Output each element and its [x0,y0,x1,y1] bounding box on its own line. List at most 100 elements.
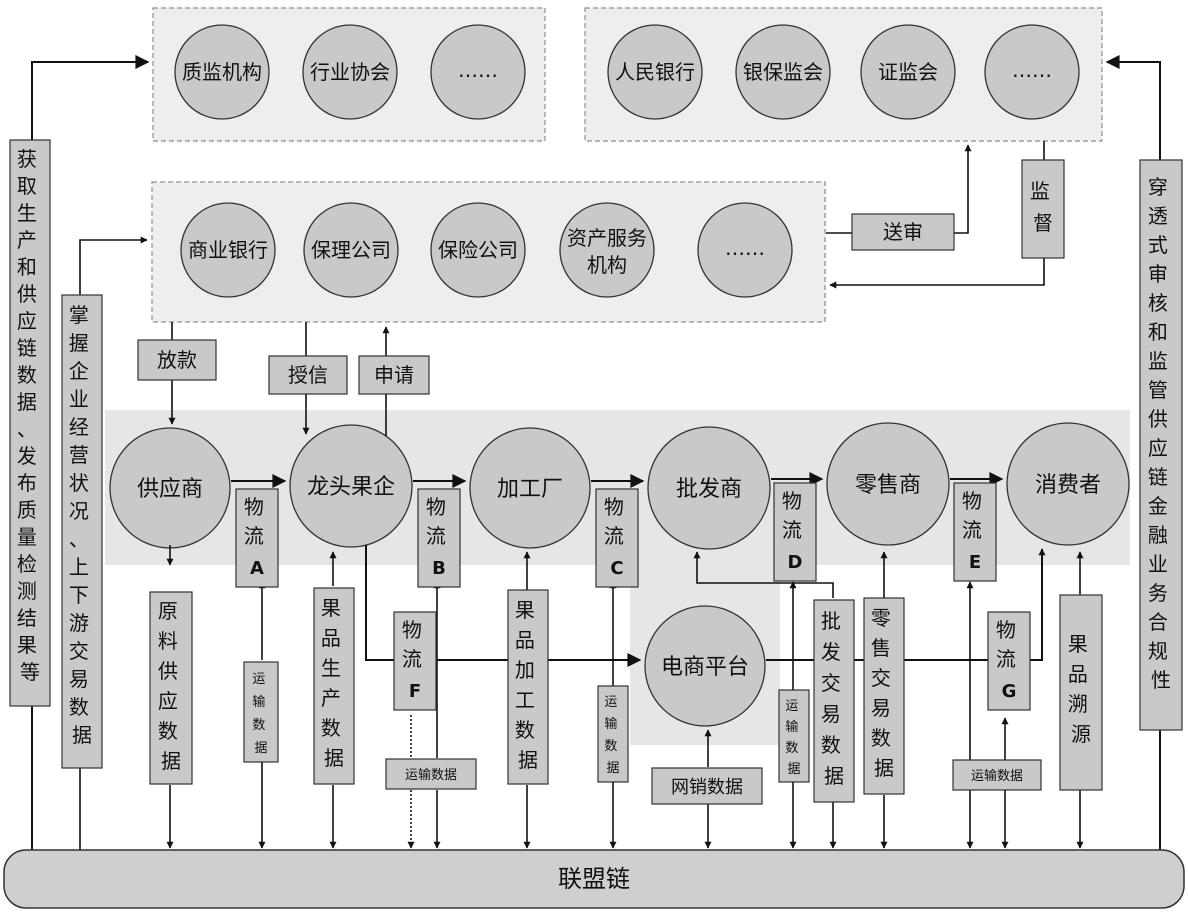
fruit-production-data-label: 果 品 生 产 数 据 [313,587,355,785]
right-label-text: 穿 透 式 审 核 和 监 管 供 应 链 金 融 业 务 合 规 性 [1148,175,1174,692]
supervise-label: 监 督 [1021,159,1065,259]
svg-text:运输数据: 运输数据 [971,768,1023,784]
node-pboc-label: 人民银行 [615,60,695,84]
node-retailer: 零售商 [826,422,950,546]
node-ecommerce-label: 电商平台 [661,655,749,680]
node-factoring-company-label: 保理公司 [311,238,391,262]
right-label: 穿 透 式 审 核 和 监 管 供 应 链 金 融 业 务 合 规 性 [1139,159,1183,731]
svg-text:物 流 D: 物 流 D [782,489,808,573]
logistics-c-label: 物 流 C [595,488,639,588]
submit-review-label: 送审 [851,213,955,251]
node-regulators-more: …… [430,24,526,120]
transport-data-c-label: 运 输 数 据 [597,685,629,783]
logistics-a-label: 物 流 A [235,488,279,588]
retail-trade-data-label: 零 售 交 易 数 据 [863,597,905,795]
node-industry-association-label: 行业协会 [310,60,390,84]
node-factoring-company: 保理公司 [303,202,399,298]
svg-text:运 输 数 据: 运 输 数 据 [604,695,621,776]
node-cbirc: 银保监会 [735,24,831,120]
node-regulators-more-label: …… [458,58,498,82]
svg-text:送审: 送审 [883,220,923,244]
logistics-b-label: 物 流 B [417,488,461,588]
transport-data-f-label: 运输数据 [385,758,477,790]
apply-label: 申请 [358,355,430,395]
node-retailer-label: 零售商 [855,473,921,498]
svg-text:授信: 授信 [288,363,328,387]
svg-text:运 输 数 据: 运 输 数 据 [785,699,802,777]
raw-material-data-label: 原 料 供 应 数 据 [149,591,193,785]
node-consumer: 消费者 [1006,422,1130,546]
node-processing-plant-label: 加工厂 [497,477,563,502]
svg-text:监 督: 监 督 [1030,179,1056,235]
node-insurance-company: 保险公司 [430,202,526,298]
node-consumer-label: 消费者 [1035,473,1101,498]
node-institutions-more-label: …… [725,236,765,260]
logistics-f-label: 物 流 F [393,611,437,711]
svg-text:运输数据: 运输数据 [405,767,457,783]
node-leading-enterprise: 龙头果企 [289,424,413,548]
node-insurance-company-label: 保险公司 [438,238,518,262]
svg-text:批 发 交 易: 批 发 交 易 数 据 [821,609,847,788]
data-connectors [166,545,1084,849]
left-outer-label-text: 获 取 生 产 和 供 应 链 数 据 、 发 布 质 量 检 测 结 果 等 [17,147,43,684]
flow-ecommerce-to-consumer [766,548,1046,661]
node-industry-association: 行业协会 [302,24,398,120]
logistics-d-label: 物 流 D [773,482,817,582]
svg-text:物 流 A: 物 流 A [244,495,270,579]
logistics-e-label: 物 流 E [953,482,997,582]
node-leading-enterprise-label: 龙头果企 [307,475,395,500]
left-inner-label: 掌 握 企 业 经 营 状 况 、 上 下 游 交 易 数 据 [61,294,103,769]
left-inner-label-text: 掌 握 企 业 经 营 状 况 、 上 下 游 交 易 数 据 [69,303,95,747]
node-financial-regulators-more-label: …… [1012,58,1052,82]
svg-text:放款: 放款 [157,348,197,372]
svg-text:果 品 加 工: 果 品 加 工 数 据 [515,598,541,772]
node-pboc: 人民银行 [607,24,703,120]
node-quality-supervision: 质监机构 [174,24,270,120]
node-asset-service-label-2: 机构 [587,253,627,277]
node-asset-service-label-1: 资产服务 [567,226,647,250]
node-asset-service: 资产服务 机构 [559,202,655,298]
blockchain-bar: 联盟链 [3,849,1185,909]
wholesale-trade-data-label: 批 发 交 易 数 据 [813,599,855,803]
online-sales-data-label: 网销数据 [651,767,763,805]
svg-text:网销数据: 网销数据 [671,777,743,798]
svg-text:运 输 数 据: 运 输 数 据 [252,672,269,756]
supervise-connector [829,141,1045,289]
node-csrc: 证监会 [860,24,956,120]
logistics-g-label: 物 流 G [987,611,1031,711]
svg-text:物 流 B: 物 流 B [426,495,452,579]
svg-text:果 品 生 产: 果 品 生 产 数 据 [321,596,347,770]
node-ecommerce: 电商平台 [644,605,766,727]
node-supplier-label: 供应商 [137,477,203,502]
node-processing-plant: 加工厂 [469,427,591,549]
transport-data-eg-label: 运输数据 [952,759,1042,791]
svg-text:零 售 交 易: 零 售 交 易 数 据 [871,606,897,780]
node-commercial-bank: 商业银行 [180,202,276,298]
node-supplier: 供应商 [109,427,231,549]
blockchain-label: 联盟链 [558,865,630,893]
flow-enterprise-to-ecommerce [365,545,642,667]
node-financial-regulators-more: …… [984,24,1080,120]
node-wholesaler: 批发商 [647,426,771,550]
node-wholesaler-label: 批发商 [676,477,742,502]
transport-data-a-label: 运 输 数 据 [243,661,279,763]
left-outer-label: 获 取 生 产 和 供 应 链 数 据 、 发 布 质 量 检 测 结 果 等 [9,139,51,707]
svg-text:物 流 G: 物 流 G [996,618,1022,702]
node-cbirc-label: 银保监会 [743,60,823,84]
svg-text:物 流 F: 物 流 F [402,618,428,702]
svg-text:果 品 溯 源: 果 品 溯 源 [1068,632,1094,746]
node-csrc-label: 证监会 [878,60,938,84]
svg-text:物 流 C: 物 流 C [604,495,630,579]
node-commercial-bank-label: 商业银行 [188,238,268,262]
traceability-label: 果 品 溯 源 [1059,594,1103,791]
node-institutions-more: …… [697,202,793,298]
node-quality-supervision-label: 质监机构 [182,60,262,84]
svg-text:原 料 供 应: 原 料 供 应 数 据 [158,599,184,773]
svg-text:物 流 E: 物 流 E [962,489,988,573]
fruit-processing-data-label: 果 品 加 工 数 据 [507,589,549,785]
flow-ecommerce-to-wholesaler [693,551,834,598]
loan-label: 放款 [137,339,217,381]
credit-label: 授信 [268,355,348,395]
